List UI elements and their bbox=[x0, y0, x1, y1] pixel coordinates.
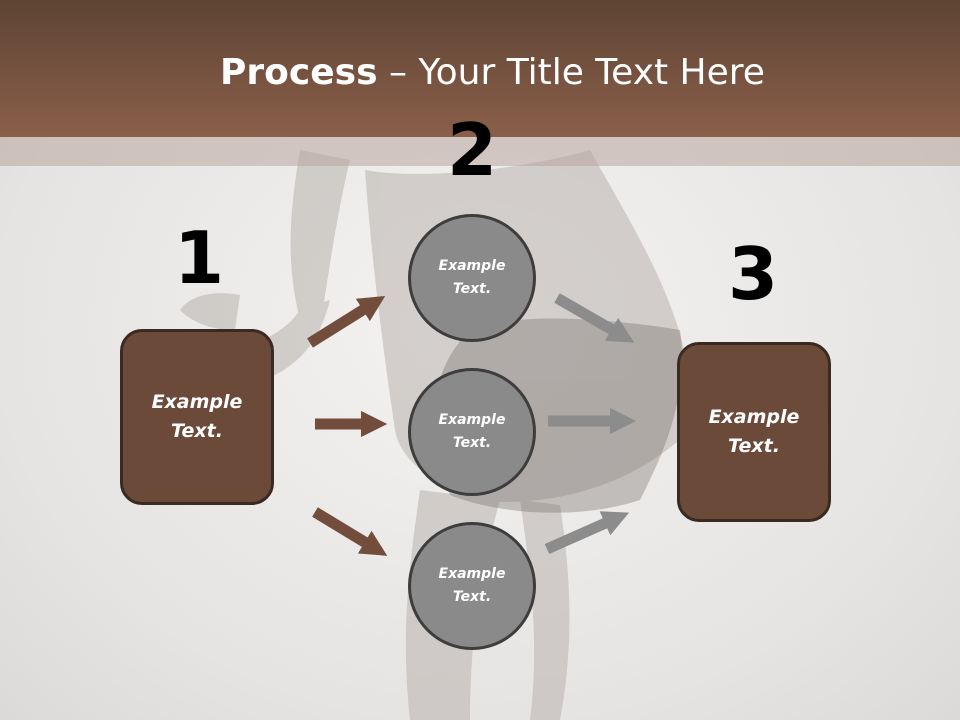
step-2-circle-top: Example Text. bbox=[408, 214, 536, 342]
title-bar bbox=[0, 0, 960, 137]
step-3-box: Example Text. bbox=[677, 342, 831, 522]
step-1-box: Example Text. bbox=[120, 329, 274, 505]
step-2-circle-bottom-label: Example Text. bbox=[438, 566, 506, 605]
step-2-circle-middle-label: Example Text. bbox=[438, 412, 506, 451]
step-1-label: Example Text. bbox=[151, 391, 243, 442]
arrow-bottom-to-3 bbox=[544, 511, 630, 555]
title-rest: – Your Title Text Here bbox=[377, 52, 765, 93]
title-bar-strip bbox=[0, 137, 960, 166]
step-2-circle-middle: Example Text. bbox=[408, 368, 536, 496]
step-3-label: Example Text. bbox=[708, 406, 800, 457]
slide-title: Process – Your Title Text Here bbox=[0, 52, 960, 93]
arrow-1-to-bottom bbox=[312, 507, 388, 556]
step-2-circle-top-label: Example Text. bbox=[438, 258, 506, 297]
step-2-circle-bottom: Example Text. bbox=[408, 522, 536, 650]
step-number-1: 1 bbox=[173, 216, 225, 300]
step-number-2: 2 bbox=[446, 108, 498, 192]
title-bold: Process bbox=[220, 52, 378, 93]
step-number-3: 3 bbox=[727, 232, 779, 316]
arrow-1-to-top bbox=[307, 296, 386, 348]
arrow-top-to-3 bbox=[554, 293, 635, 343]
